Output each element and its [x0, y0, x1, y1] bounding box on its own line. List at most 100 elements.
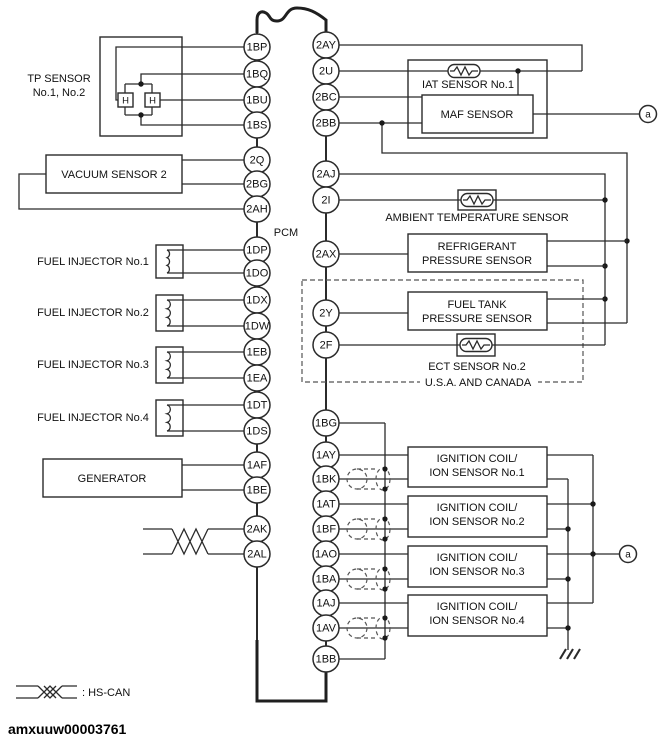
refrigerant-sensor-wires — [339, 240, 627, 267]
legend-leads — [16, 685, 77, 699]
refrigerant-pressure-sensor: REFRIGERANT PRESSURE SENSOR — [339, 233, 627, 273]
hs-can-label: : HS-CAN — [82, 687, 130, 699]
svg-text:1BS: 1BS — [247, 120, 268, 132]
fuel-tank-sensor-box — [407, 291, 548, 331]
pcm-pin: 1BE — [243, 476, 271, 504]
svg-text:1AJ: 1AJ — [317, 598, 336, 610]
svg-text:1BU: 1BU — [246, 95, 267, 107]
svg-text:1AV: 1AV — [316, 623, 337, 635]
pcm-bottom-case-line — [255, 640, 328, 703]
tp-sensor: H H TP SENSOR No.1, No.2 — [27, 36, 244, 137]
svg-text:2Y: 2Y — [319, 308, 333, 320]
junction-dot — [515, 68, 521, 74]
svg-text:2AY: 2AY — [316, 40, 337, 52]
junction-dot — [138, 112, 144, 118]
pcm-pin: 2BG — [243, 170, 271, 198]
coil-power-bus — [547, 454, 620, 604]
generator-box — [42, 458, 183, 498]
coil-ground-bus — [547, 478, 569, 650]
hall-element-label: H — [122, 96, 129, 107]
pcm-pin: 1AY — [312, 441, 340, 469]
svg-text:2U: 2U — [319, 66, 333, 78]
svg-text:2AJ: 2AJ — [317, 169, 336, 181]
twisted-pair-icon — [171, 527, 209, 556]
pcm-pin: 1DX — [243, 286, 271, 314]
ambient-sensor-label: AMBIENT TEMPERATURE SENSOR — [385, 212, 568, 224]
pcm-pin: 2BB — [312, 109, 340, 137]
pcm-pin: 1DW — [243, 312, 271, 340]
ambient-temperature-sensor: AMBIENT TEMPERATURE SENSOR — [339, 173, 608, 345]
vacuum-sensor-label: VACUUM SENSOR 2 — [61, 169, 167, 181]
injector-box — [155, 346, 184, 384]
connector-a-badge — [618, 544, 638, 564]
svg-text:1EA: 1EA — [247, 373, 268, 385]
svg-text:1AO: 1AO — [315, 549, 337, 561]
fuel-tank-label-line2: PRESSURE SENSOR — [422, 313, 532, 325]
pcm-pin: 1DS — [243, 417, 271, 445]
usa-canada-label: U.S.A. AND CANADA — [425, 377, 532, 389]
pcm-pin: 2F — [312, 331, 340, 359]
svg-text:1DP: 1DP — [246, 245, 267, 257]
junction-dot — [602, 197, 608, 203]
pcm-pin: 2AL — [243, 540, 271, 568]
label-mask — [420, 374, 538, 389]
ignition-coil-2-label-line2: ION SENSOR No.2 — [429, 516, 524, 528]
ignition-coil-3-label-line2: ION SENSOR No.3 — [429, 566, 524, 578]
iat-maf-assembly: IAT SENSOR No.1 MAF SENSOR a — [339, 44, 658, 323]
pcm-pin: 1BB — [312, 645, 340, 673]
pcm-pin: 1BQ — [243, 60, 271, 88]
pcm-pin: 2U — [312, 57, 340, 85]
svg-text:1BE: 1BE — [247, 485, 268, 497]
ground-icon — [559, 648, 581, 660]
fuel-injector-2-label: FUEL INJECTOR No.2 — [37, 307, 149, 319]
tp-sensor-wires — [115, 46, 244, 126]
pcm-pin: 1AJ — [312, 589, 340, 617]
svg-text:2BB: 2BB — [316, 118, 337, 130]
injector-coil-icon — [164, 404, 244, 432]
svg-text:2AL: 2AL — [247, 549, 267, 561]
svg-text:1EB: 1EB — [247, 347, 268, 359]
pcm-pin: 1AO — [312, 540, 340, 568]
generator-wires — [182, 464, 244, 491]
iat-sensor-label: IAT SENSOR No.1 — [422, 79, 514, 91]
ignition-coil-3-label-line1: IGNITION COIL/ — [437, 552, 519, 564]
hs-can-legend: : HS-CAN — [16, 685, 130, 699]
hall-element-label: H — [149, 96, 156, 107]
pcm-right-pins: 2AY 2U 2BC 2BB 2AJ 2I 2AX 2Y 2F 1BG 1AY … — [312, 31, 340, 673]
pcm-pin: 2AX — [312, 240, 340, 268]
coil-input-wires — [339, 454, 408, 629]
junction-dot — [379, 120, 385, 126]
junction-dot — [138, 81, 144, 87]
svg-text:1DX: 1DX — [246, 295, 268, 307]
svg-text:1BB: 1BB — [316, 654, 337, 666]
svg-text:2BC: 2BC — [315, 92, 336, 104]
connector-a-label: a — [625, 550, 631, 561]
fuel-injector-2: FUEL INJECTOR No.2 — [37, 294, 244, 332]
fuel-injector-3: FUEL INJECTOR No.3 — [37, 346, 244, 384]
svg-text:2BG: 2BG — [246, 179, 268, 191]
iat-assembly-box — [407, 59, 548, 139]
pcm-pin: 2AY — [312, 31, 340, 59]
maf-sensor-label: MAF SENSOR — [441, 109, 514, 121]
pcm-pin: 2AJ — [312, 160, 340, 188]
thermistor-icon — [447, 63, 481, 79]
svg-text:2AK: 2AK — [247, 524, 268, 536]
svg-text:1BF: 1BF — [316, 524, 336, 536]
junction-dot — [565, 526, 571, 532]
junction-dot — [590, 551, 596, 557]
refrigerant-label-line2: PRESSURE SENSOR — [422, 255, 532, 267]
svg-text:2AH: 2AH — [246, 204, 267, 216]
svg-text:1AY: 1AY — [316, 450, 337, 462]
tp-sensor-label-line1: TP SENSOR — [27, 73, 90, 85]
pcm-pin: 2BC — [312, 83, 340, 111]
tp-sensor-label-line2: No.1, No.2 — [33, 87, 86, 99]
svg-text:1DW: 1DW — [245, 321, 270, 333]
ignition-coil-4-box — [407, 594, 548, 637]
svg-text:2F: 2F — [320, 340, 333, 352]
pcm-pin: 2AH — [243, 195, 271, 223]
pcm-pin: 1EA — [243, 364, 271, 392]
pcm-pin: 1EB — [243, 338, 271, 366]
figure-code: amxuuw00003761 — [8, 721, 127, 737]
injector-coil-icon — [165, 249, 244, 274]
